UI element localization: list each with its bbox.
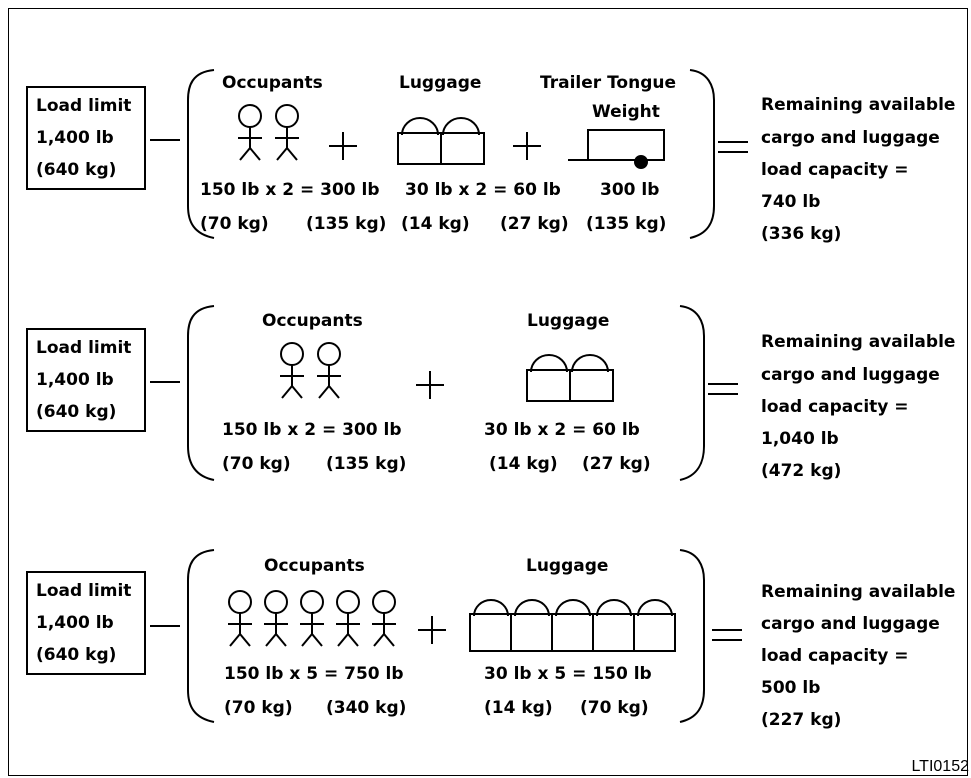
occupants-kg-total: (135 kg) (306, 214, 387, 234)
luggage-kg-each: (14 kg) (484, 698, 553, 718)
luggage-kg-total: (27 kg) (500, 214, 569, 234)
plus-sign (418, 616, 446, 644)
result-kg: (472 kg) (761, 461, 842, 481)
result-line-1: Remaining available (761, 582, 956, 602)
left-bracket (187, 549, 215, 723)
result-lb: 1,040 lb (761, 429, 839, 449)
equals-sign (718, 141, 748, 153)
load-limit-label: Load limit (36, 96, 132, 116)
luggage-icon (397, 117, 485, 165)
equals-sign (708, 383, 738, 395)
person-icon (264, 590, 288, 647)
luggage-kg-each: (14 kg) (489, 454, 558, 474)
person-icon (275, 104, 299, 161)
person-icon (372, 590, 396, 647)
occupants-calc: 150 lb x 5 = 750 lb (224, 664, 404, 684)
luggage-kg-total: (27 kg) (582, 454, 651, 474)
occupants-kg-total: (340 kg) (326, 698, 407, 718)
load-limit-lb: 1,400 lb (36, 128, 114, 148)
person-icon (317, 342, 341, 399)
luggage-title: Luggage (527, 311, 610, 331)
left-bracket (187, 305, 215, 481)
right-bracket (679, 549, 705, 723)
load-limit-label: Load limit (36, 581, 132, 601)
result-kg: (227 kg) (761, 710, 842, 730)
trailer-kg: (135 kg) (586, 214, 667, 234)
trailer-lb: 300 lb (600, 180, 660, 200)
load-limit-box: Load limit 1,400 lb (640 kg) (26, 86, 146, 190)
load-limit-box: Load limit 1,400 lb (640 kg) (26, 571, 146, 675)
result-line-2: cargo and luggage (761, 365, 940, 385)
person-icon (228, 590, 252, 647)
load-limit-label: Load limit (36, 338, 132, 358)
person-icon (336, 590, 360, 647)
equals-sign (712, 629, 742, 641)
result-lb: 500 lb (761, 678, 821, 698)
result-kg: (336 kg) (761, 224, 842, 244)
luggage-icon (526, 354, 614, 402)
luggage-kg-total: (70 kg) (580, 698, 649, 718)
trailer-title: Trailer Tongue (540, 73, 676, 93)
left-bracket (187, 69, 215, 239)
result-line-2: cargo and luggage (761, 614, 940, 634)
plus-sign (416, 371, 444, 399)
luggage-calc: 30 lb x 2 = 60 lb (405, 180, 561, 200)
luggage-kg-each: (14 kg) (401, 214, 470, 234)
occupants-title: Occupants (262, 311, 363, 331)
result-line-2: cargo and luggage (761, 128, 940, 148)
result-line-3: load capacity = (761, 160, 909, 180)
trailer-title-2: Weight (592, 102, 660, 122)
occupants-calc: 150 lb x 2 = 300 lb (200, 180, 380, 200)
person-icon (300, 590, 324, 647)
figure-frame (8, 8, 968, 776)
occupants-kg-each: (70 kg) (224, 698, 293, 718)
person-icon (238, 104, 262, 161)
load-limit-lb: 1,400 lb (36, 370, 114, 390)
occupants-title: Occupants (264, 556, 365, 576)
right-bracket (679, 305, 705, 481)
person-icon (280, 342, 304, 399)
result-line-3: load capacity = (761, 397, 909, 417)
load-limit-kg: (640 kg) (36, 160, 117, 180)
scenario-1-art (150, 69, 748, 239)
result-line-1: Remaining available (761, 332, 956, 352)
load-limit-kg: (640 kg) (36, 645, 117, 665)
load-limit-box: Load limit 1,400 lb (640 kg) (26, 328, 146, 432)
occupants-kg-each: (70 kg) (200, 214, 269, 234)
figure-code: LTI0152 (911, 758, 969, 775)
luggage-calc: 30 lb x 2 = 60 lb (484, 420, 640, 440)
result-line-3: load capacity = (761, 646, 909, 666)
load-limit-lb: 1,400 lb (36, 613, 114, 633)
occupants-calc: 150 lb x 2 = 300 lb (222, 420, 402, 440)
plus-sign (513, 132, 541, 160)
occupants-title: Occupants (222, 73, 323, 93)
occupants-kg-total: (135 kg) (326, 454, 407, 474)
luggage-icon (469, 599, 676, 652)
result-lb: 740 lb (761, 192, 821, 212)
right-bracket (689, 69, 715, 239)
trailer-icon (568, 129, 665, 169)
luggage-title: Luggage (526, 556, 609, 576)
scenario-2-art (150, 305, 738, 481)
plus-sign (329, 132, 357, 160)
load-limit-kg: (640 kg) (36, 402, 117, 422)
occupants-kg-each: (70 kg) (222, 454, 291, 474)
result-line-1: Remaining available (761, 95, 956, 115)
luggage-calc: 30 lb x 5 = 150 lb (484, 664, 652, 684)
luggage-title: Luggage (399, 73, 482, 93)
